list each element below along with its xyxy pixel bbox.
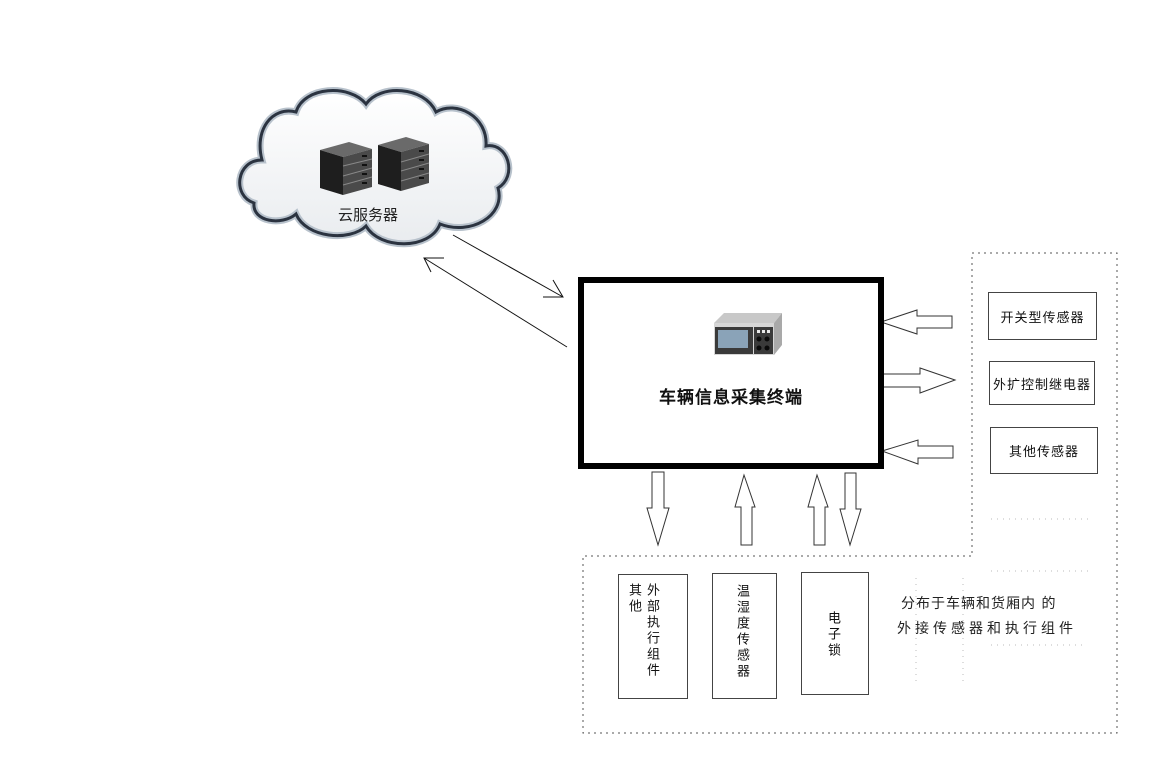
relay-label: 外扩控制继电器 bbox=[992, 377, 1091, 393]
block-arrow-down-icon bbox=[839, 472, 862, 547]
server-rack-icon bbox=[378, 137, 430, 191]
temp-humidity-sensor-box: 温湿度传感器 bbox=[712, 573, 777, 699]
other-actuator-box: 其他 外部执行组件 bbox=[618, 574, 688, 699]
terminal-to-cloud-line bbox=[423, 257, 568, 348]
temp-humidity-sensor-label: 温湿度传感器 bbox=[734, 584, 749, 680]
relay-box: 外扩控制继电器 bbox=[989, 361, 1095, 405]
switch-sensor-box: 开关型传感器 bbox=[988, 292, 1097, 340]
switch-sensor-label: 开关型传感器 bbox=[1000, 310, 1085, 326]
other-actuator-label-col1: 其他 bbox=[626, 583, 641, 615]
cloud-to-terminal-line bbox=[452, 234, 564, 298]
block-arrow-down-icon bbox=[646, 471, 670, 547]
other-sensor-label: 其他传感器 bbox=[1008, 445, 1079, 460]
arrowhead-icon bbox=[543, 279, 564, 298]
block-arrow-left-icon bbox=[879, 309, 953, 335]
data-terminal-device-icon bbox=[714, 313, 782, 355]
external-components-note-line2: 外接传感器和执行组件 bbox=[897, 621, 1077, 637]
arrowhead-icon bbox=[423, 257, 444, 273]
block-arrow-left-icon bbox=[880, 439, 954, 465]
electronic-lock-label: 电子锁 bbox=[825, 611, 840, 659]
vehicle-terminal-box: 车辆信息采集终端 bbox=[578, 277, 884, 469]
terminal-title: 车辆信息采集终端 bbox=[659, 388, 803, 408]
other-actuator-label-col2: 外部执行组件 bbox=[644, 583, 659, 679]
block-arrow-up-icon bbox=[807, 473, 829, 546]
cloud-server-label: 云服务器 bbox=[337, 206, 398, 224]
external-components-note-line1: 分布于车辆和货厢内 的 bbox=[901, 596, 1057, 612]
external-components-group-outline bbox=[582, 252, 1118, 734]
block-arrow-up-icon bbox=[734, 473, 756, 546]
faint-guides bbox=[915, 518, 1092, 685]
server-rack-icon bbox=[320, 142, 373, 195]
electronic-lock-box: 电子锁 bbox=[801, 572, 869, 695]
other-sensor-box: 其他传感器 bbox=[990, 427, 1098, 474]
